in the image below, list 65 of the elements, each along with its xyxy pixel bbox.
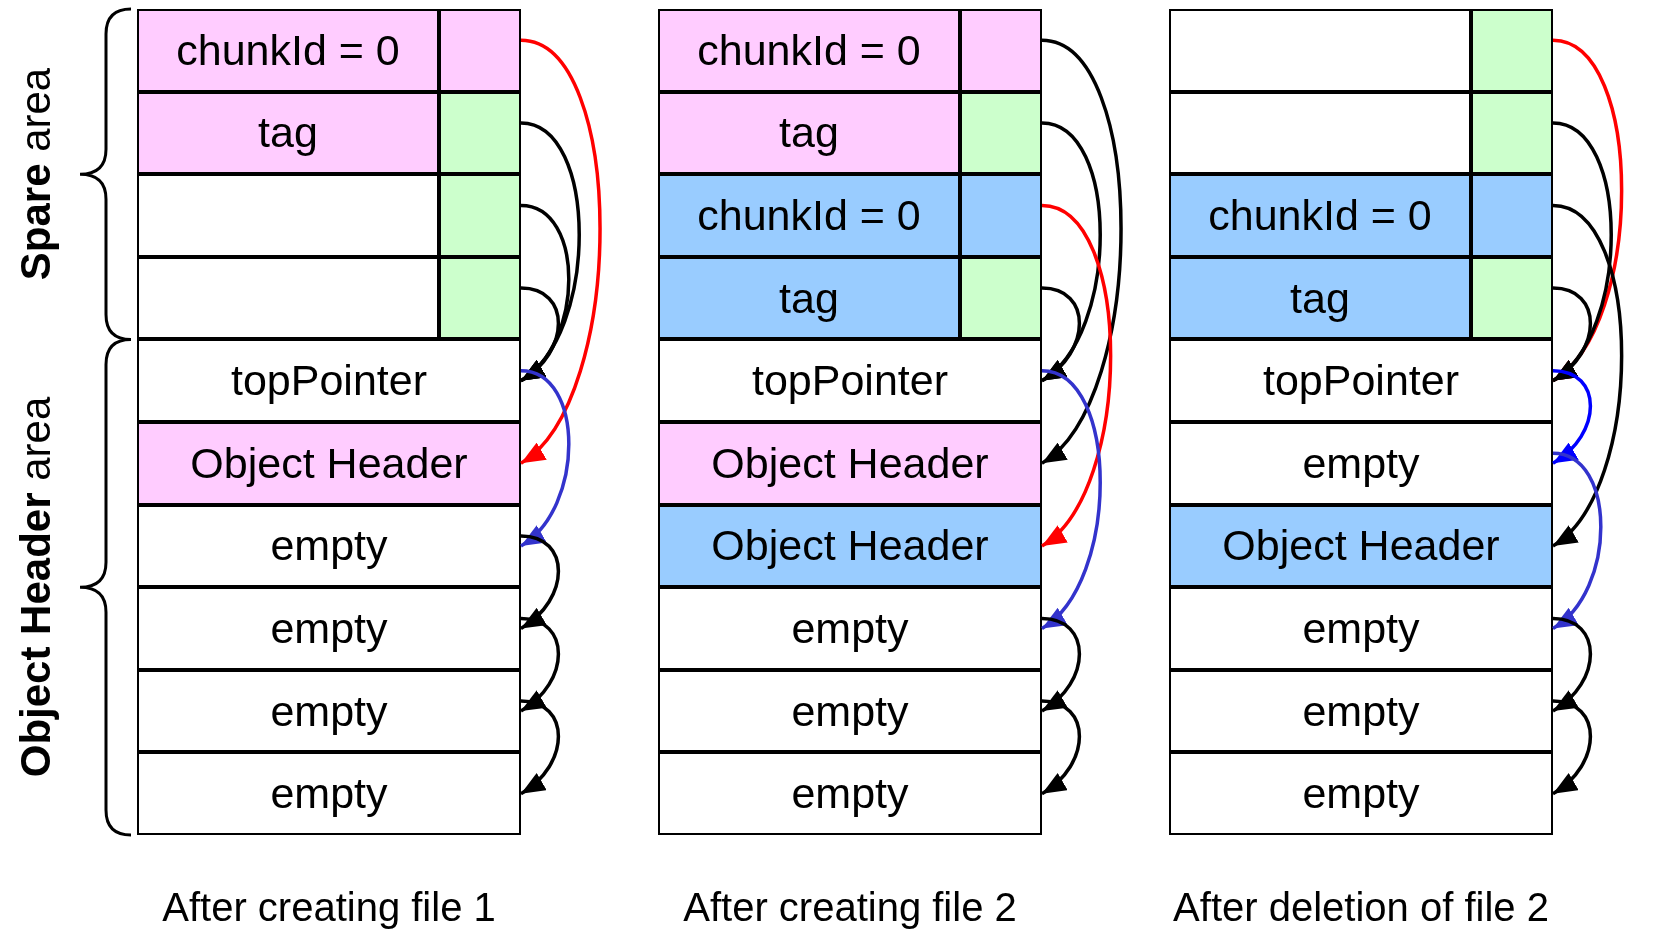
flag-cell [1471, 256, 1553, 340]
memory-row: tag [1169, 256, 1471, 340]
flag-cell [1471, 91, 1553, 175]
memory-row: chunkId = 0 [137, 9, 439, 92]
memory-row: Object Header [137, 422, 521, 505]
arrow [1552, 699, 1593, 796]
caption: After creating file 1 [162, 885, 496, 930]
arrow [520, 616, 561, 713]
memory-row: empty [1169, 587, 1553, 670]
memory-row [137, 256, 439, 340]
caption: After creating file 2 [683, 885, 1017, 930]
memory-row: empty [137, 504, 521, 588]
arrow [1552, 286, 1593, 383]
arrow [1040, 38, 1123, 465]
memory-row: chunkId = 0 [658, 9, 960, 92]
memory-row: Object Header [1169, 504, 1553, 588]
memory-row [1169, 91, 1471, 175]
memory-row: chunkId = 0 [1169, 174, 1471, 257]
arrow [520, 286, 561, 383]
memory-row: empty [658, 669, 1042, 753]
memory-row: empty [1169, 752, 1553, 835]
arrow [519, 38, 602, 465]
memory-row: topPointer [1169, 339, 1553, 422]
memory-row: empty [137, 669, 521, 753]
area-label: Spare area [12, 67, 60, 281]
flag-cell [960, 174, 1042, 257]
arrow [1041, 286, 1082, 383]
flag-cell [960, 91, 1042, 175]
flag-cell [439, 91, 521, 175]
memory-row: Object Header [658, 422, 1042, 505]
arrow [1041, 616, 1082, 713]
flag-cell [1471, 174, 1553, 257]
arrow [1552, 616, 1593, 713]
memory-row: tag [658, 91, 960, 175]
caption: After deletion of file 2 [1173, 885, 1549, 930]
memory-row: empty [658, 587, 1042, 670]
memory-row: empty [1169, 669, 1553, 753]
memory-row [137, 174, 439, 257]
arrow [1041, 699, 1082, 796]
flag-cell [439, 9, 521, 92]
memory-row: topPointer [137, 339, 521, 422]
memory-row: empty [658, 752, 1042, 835]
memory-row [1169, 9, 1471, 92]
flag-cell [439, 174, 521, 257]
memory-row: tag [658, 256, 960, 340]
arrow [1551, 451, 1603, 630]
memory-row: empty [1169, 422, 1553, 505]
memory-row: topPointer [658, 339, 1042, 422]
arrow [1552, 368, 1593, 465]
flag-cell [960, 256, 1042, 340]
arrow [1040, 203, 1113, 548]
arrow [519, 369, 571, 548]
arrow [520, 699, 561, 796]
memory-row: tag [137, 91, 439, 175]
arrow [520, 534, 561, 630]
memory-row: chunkId = 0 [658, 174, 960, 257]
memory-row: empty [137, 587, 521, 670]
flag-cell [1471, 9, 1553, 92]
flag-cell [960, 9, 1042, 92]
memory-row: Object Header [658, 504, 1042, 588]
flag-cell [439, 256, 521, 340]
arrow [1040, 369, 1102, 630]
area-label: Object Header area [12, 396, 60, 778]
arrow [1551, 203, 1624, 548]
memory-row: empty [137, 752, 521, 835]
